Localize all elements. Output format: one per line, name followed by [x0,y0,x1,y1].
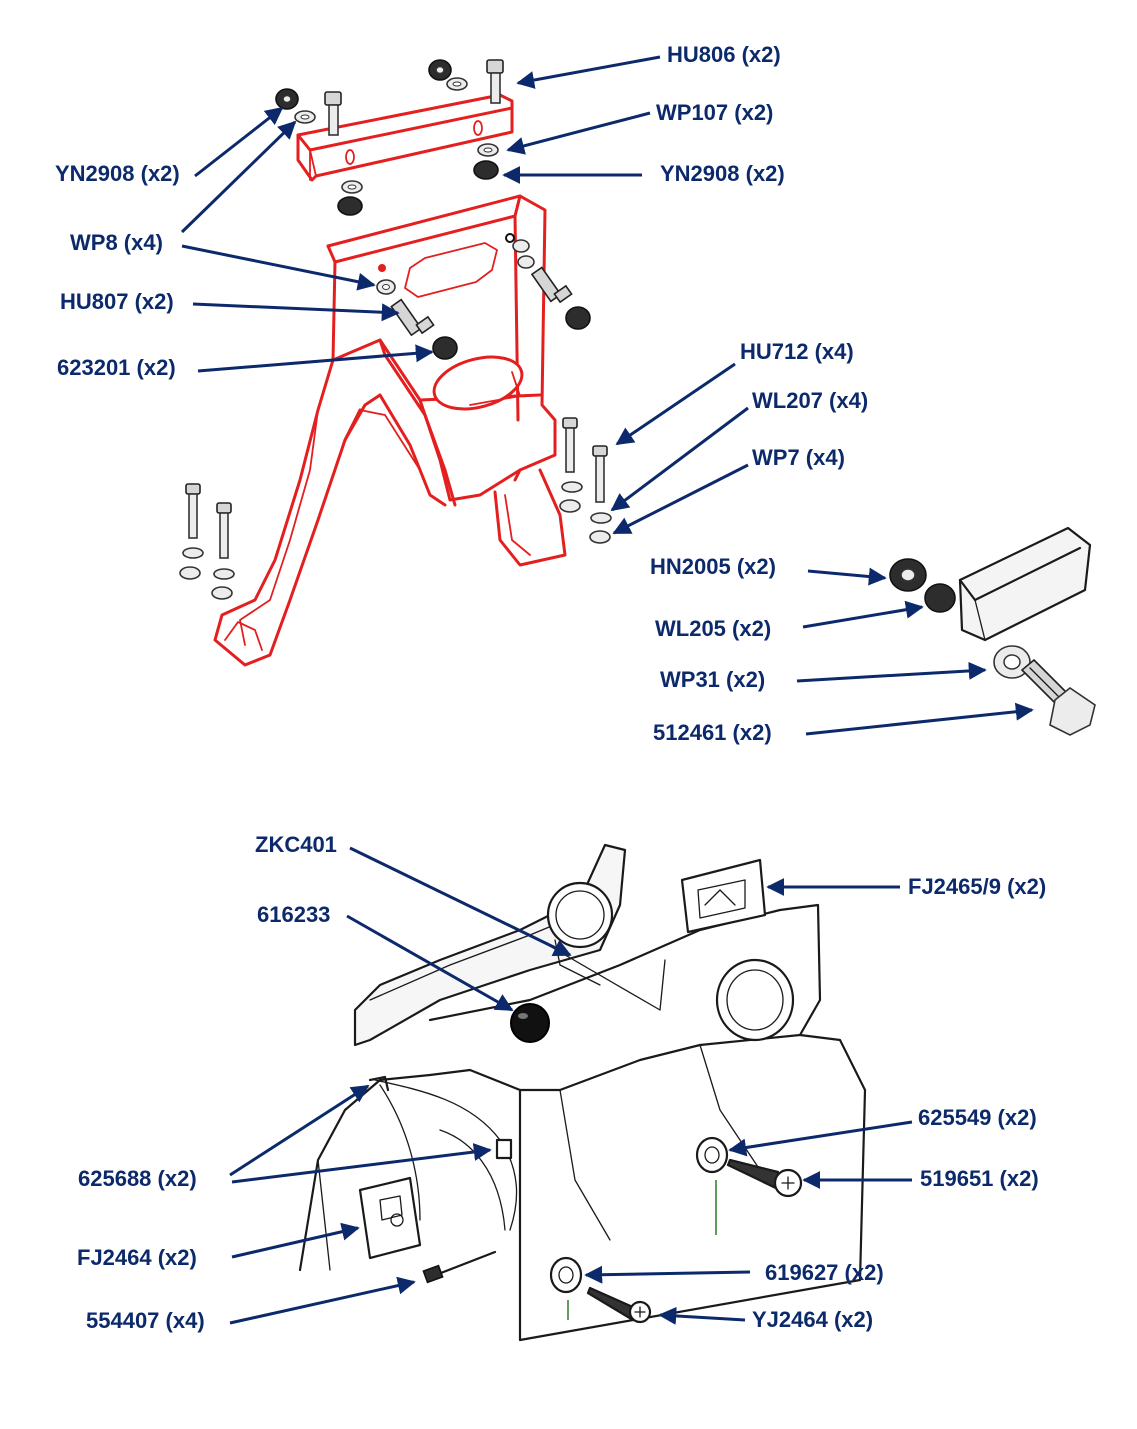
label-554407: 554407 (x4) [86,1308,205,1333]
upper-labels: HU806 (x2) WP107 (x2) YN2908 (x2) YN2908… [55,42,868,745]
leader-625549 [728,1120,913,1157]
leader-hu712 [615,362,736,446]
leader-wp8-top [180,120,297,234]
label-616233: 616233 [257,902,330,927]
right-fasteners [695,1136,803,1235]
leader-hu806 [516,55,661,89]
cable-ties [368,1075,513,1160]
leader-fj2464 [231,1222,360,1259]
label-fj2464: FJ2464 (x2) [77,1245,197,1270]
leader-619627 [584,1265,751,1284]
leader-625688-lower [231,1143,492,1184]
leader-wp7 [612,463,749,535]
upper-assembly: HU806 (x2) WP107 (x2) YN2908 (x2) YN2908… [55,42,1096,745]
label-512461: 512461 (x2) [653,720,772,745]
leader-554407 [229,1276,416,1325]
upper-leaders [180,55,1034,736]
label-wl207: WL207 (x4) [752,388,868,413]
label-hu806: HU806 (x2) [667,42,781,67]
lower-labels: ZKC401 616233 FJ2465/9 (x2) 625549 (x2) … [77,832,1046,1333]
label-625688: 625688 (x2) [78,1166,197,1191]
554407-pin [422,1250,497,1284]
lower-fasteners [549,1256,652,1324]
leader-wp8-plate [181,244,376,291]
label-yj2464: YJ2464 (x2) [752,1307,873,1332]
label-wp31: WP31 (x2) [660,667,765,692]
lower-leaders [229,846,913,1325]
leader-625688-upper [229,1084,370,1177]
label-623201: 623201 (x2) [57,355,176,380]
leader-wp107 [506,111,651,155]
top-clamp-channel [296,93,514,182]
leader-yj2464 [658,1306,746,1325]
top-hardware [275,59,504,216]
knob [510,1003,550,1043]
label-hu712: HU712 (x4) [740,339,854,364]
label-hu807: HU807 (x2) [60,289,174,314]
label-fj2465-9: FJ2465/9 (x2) [908,874,1046,899]
support-bracket [213,194,567,667]
leader-hn2005 [807,567,887,586]
clamp-block [889,526,1096,736]
fj2464-clip [358,1176,422,1260]
label-yn2908-right: YN2908 (x2) [660,161,785,186]
label-519651: 519651 (x2) [920,1166,1039,1191]
leader-wl207 [610,406,749,512]
leader-wp31 [796,661,987,683]
label-wl205: WL205 (x2) [655,616,771,641]
leader-512461 [805,702,1034,736]
label-625549: 625549 (x2) [918,1105,1037,1130]
leader-616233 [346,914,514,1012]
leader-623201 [197,344,434,373]
leader-hu807 [192,302,400,322]
leg-bolts [179,417,612,600]
plate-hardware [376,239,591,360]
leader-yn2908-left [194,106,284,178]
label-wp7: WP7 (x4) [752,445,845,470]
label-hn2005: HN2005 (x2) [650,554,776,579]
lower-assembly: ZKC401 616233 FJ2465/9 (x2) 625549 (x2) … [77,832,1046,1342]
label-wp8: WP8 (x4) [70,230,163,255]
leader-wl205 [802,600,924,629]
label-wp107: WP107 (x2) [656,100,773,125]
label-yn2908-left: YN2908 (x2) [55,161,180,186]
leader-zkc401 [349,846,572,957]
label-zkc401: ZKC401 [255,832,337,857]
label-619627: 619627 (x2) [765,1260,884,1285]
